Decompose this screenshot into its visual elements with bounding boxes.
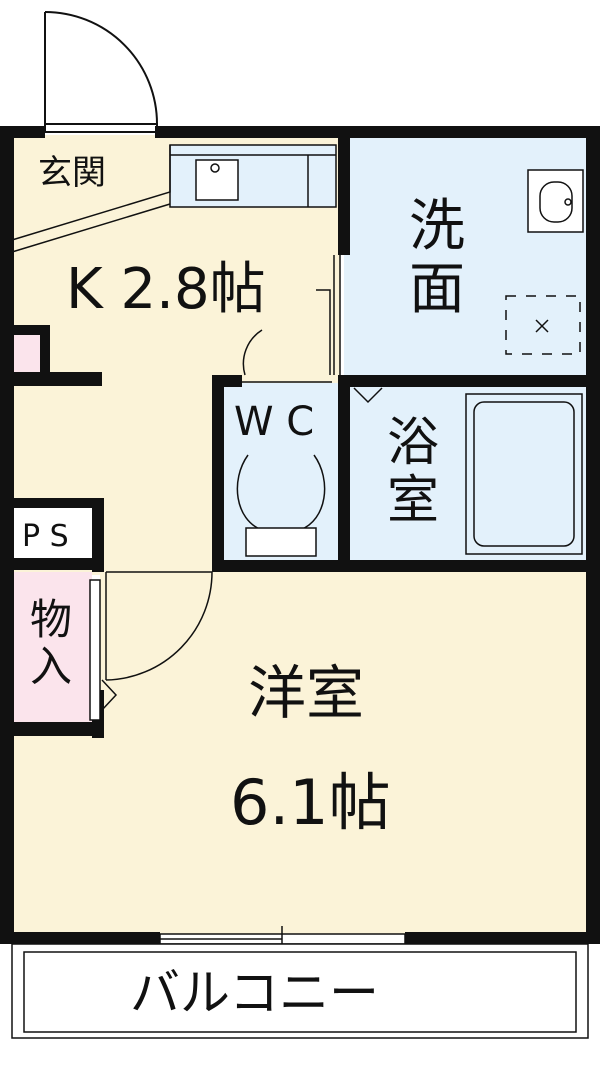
storage-floor bbox=[12, 572, 92, 722]
label-balcony: バルコニー bbox=[130, 964, 379, 1022]
label-western-room: 洋室 bbox=[248, 659, 365, 727]
label-wc: W C bbox=[234, 399, 315, 445]
kitchen-counter bbox=[169, 144, 337, 208]
outer-walls bbox=[0, 126, 600, 944]
washing-machine-space bbox=[505, 295, 581, 355]
label-western-size: 6.1帖 bbox=[230, 766, 391, 839]
ps-box bbox=[12, 505, 92, 560]
western-room-floor bbox=[100, 570, 588, 938]
washbasin bbox=[527, 169, 584, 233]
bathtub bbox=[465, 393, 583, 555]
label-bath: 浴 室 bbox=[386, 413, 439, 532]
small-closet bbox=[12, 333, 44, 375]
interior-walls bbox=[12, 135, 588, 738]
western-room-door bbox=[101, 571, 213, 711]
label-washroom: 洗 面 bbox=[409, 194, 465, 322]
label-ps: P S bbox=[22, 519, 69, 554]
genkan-step bbox=[11, 145, 171, 241]
balcony bbox=[11, 943, 589, 1039]
entrance-door bbox=[44, 11, 158, 133]
label-kitchen: K 2.8帖 bbox=[66, 257, 266, 322]
label-storage: 物 入 bbox=[29, 595, 72, 692]
western-room-floor-left bbox=[12, 735, 102, 938]
label-genkan: 玄関 bbox=[38, 153, 106, 193]
toilet bbox=[236, 454, 326, 557]
